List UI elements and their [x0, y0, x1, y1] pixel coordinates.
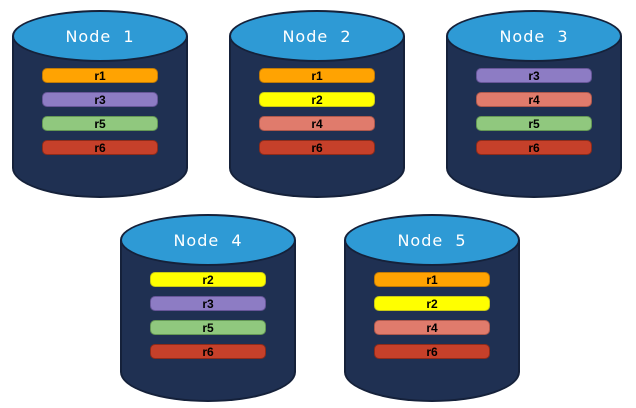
- replica-bar-r1: r1: [259, 68, 375, 83]
- replica-label: r5: [528, 116, 540, 131]
- replica-label: r2: [426, 296, 438, 311]
- replica-label: r1: [311, 68, 323, 83]
- db-node-5: Node 5 r1 r2 r4 r6: [344, 214, 520, 402]
- db-node-2: Node 2 r1 r2 r4 r6: [229, 10, 405, 198]
- replica-label: r5: [94, 116, 106, 131]
- node-title: Node 2: [282, 26, 352, 46]
- replica-label: r2: [202, 272, 214, 287]
- replica-label: r5: [202, 320, 214, 335]
- db-node-1: Node 1 r1 r3 r5 r6: [12, 10, 188, 198]
- cylinder-top-ellipse: Node 4: [120, 214, 296, 266]
- node-title: Node 4: [173, 230, 243, 250]
- db-node-4: Node 4 r2 r3 r5 r6: [120, 214, 296, 402]
- replica-label: r4: [311, 116, 323, 131]
- replica-list: r2 r3 r5 r6: [150, 272, 266, 368]
- cylinder-top-ellipse: Node 3: [446, 10, 622, 62]
- replica-bar-r4: r4: [374, 320, 490, 335]
- replica-list: r1 r2 r4 r6: [259, 68, 375, 164]
- replica-bar-r3: r3: [150, 296, 266, 311]
- replica-bar-r2: r2: [374, 296, 490, 311]
- replica-bar-r6: r6: [476, 140, 592, 155]
- replica-bar-r1: r1: [42, 68, 158, 83]
- node-title: Node 1: [65, 26, 135, 46]
- replica-bar-r1: r1: [374, 272, 490, 287]
- replica-label: r6: [311, 140, 323, 155]
- replica-bar-r4: r4: [259, 116, 375, 131]
- replica-bar-r6: r6: [259, 140, 375, 155]
- replica-label: r6: [426, 344, 438, 359]
- replica-label: r6: [202, 344, 214, 359]
- replica-list: r3 r4 r5 r6: [476, 68, 592, 164]
- replica-bar-r3: r3: [42, 92, 158, 107]
- replica-label: r3: [528, 68, 540, 83]
- replica-bar-r6: r6: [150, 344, 266, 359]
- replica-label: r4: [528, 92, 540, 107]
- replica-bar-r2: r2: [150, 272, 266, 287]
- replica-label: r1: [426, 272, 438, 287]
- replica-label: r3: [94, 92, 106, 107]
- replica-label: r6: [528, 140, 540, 155]
- replica-label: r4: [426, 320, 438, 335]
- cylinder-top-ellipse: Node 5: [344, 214, 520, 266]
- replica-bar-r6: r6: [42, 140, 158, 155]
- replica-bar-r4: r4: [476, 92, 592, 107]
- replica-label: r1: [94, 68, 106, 83]
- replica-bar-r3: r3: [476, 68, 592, 83]
- replica-bar-r6: r6: [374, 344, 490, 359]
- replica-list: r1 r3 r5 r6: [42, 68, 158, 164]
- replica-bar-r5: r5: [42, 116, 158, 131]
- replica-label: r6: [94, 140, 106, 155]
- replica-label: r3: [202, 296, 214, 311]
- replica-bar-r5: r5: [476, 116, 592, 131]
- cylinder-top-ellipse: Node 2: [229, 10, 405, 62]
- replica-bar-r2: r2: [259, 92, 375, 107]
- node-title: Node 5: [397, 230, 467, 250]
- db-node-3: Node 3 r3 r4 r5 r6: [446, 10, 622, 198]
- node-title: Node 3: [499, 26, 569, 46]
- replica-label: r2: [311, 92, 323, 107]
- replica-list: r1 r2 r4 r6: [374, 272, 490, 368]
- replica-bar-r5: r5: [150, 320, 266, 335]
- cylinder-top-ellipse: Node 1: [12, 10, 188, 62]
